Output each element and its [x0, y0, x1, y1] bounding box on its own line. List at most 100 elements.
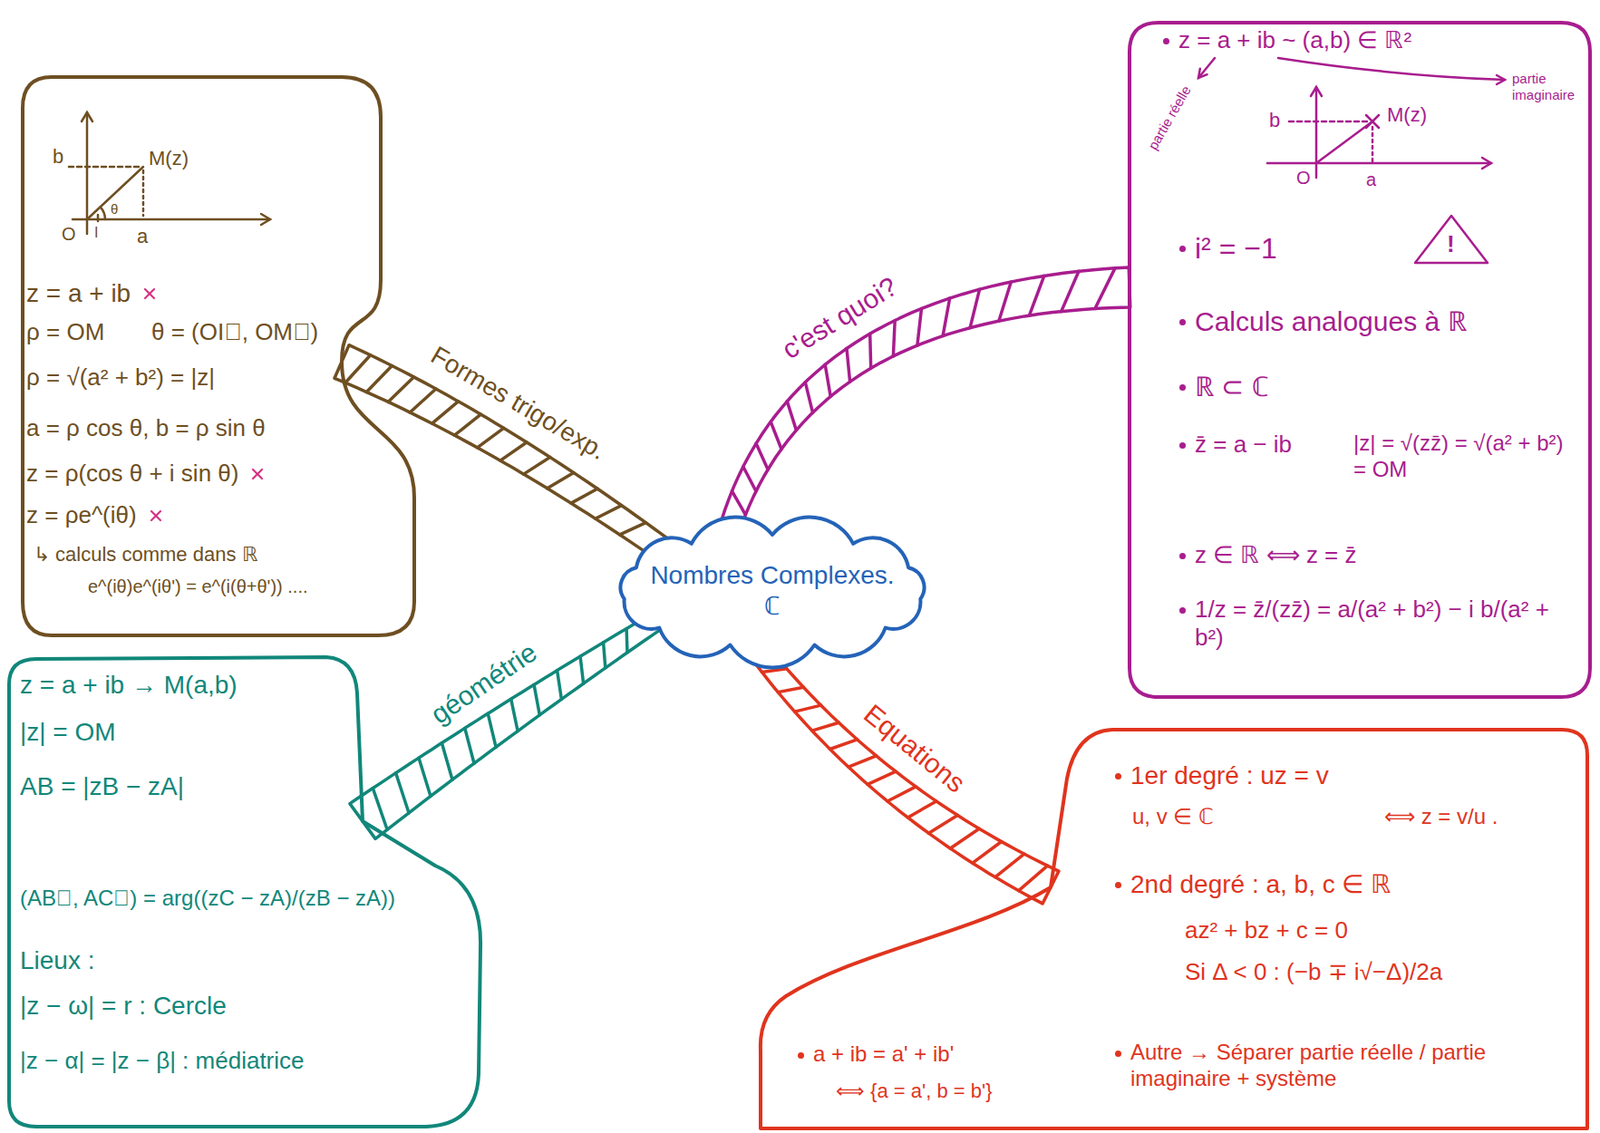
cross-mark	[251, 467, 264, 481]
branch-label: c'est quoi?	[775, 271, 903, 368]
formula-text: ⟺ z = v/u .	[1384, 804, 1498, 831]
axis-arrowhead	[1482, 157, 1492, 169]
cross-stroke	[151, 511, 161, 521]
trig-forms-blob: z = a + ib ρ = OM θ = (OI⃗, OM⃗) ρ = √(a² +…	[15, 71, 429, 643]
band-hatch	[1061, 271, 1079, 311]
formula-text: AB = |zB − zA|	[19, 771, 185, 803]
formula-text: a + ib = a' + ib'	[813, 1041, 954, 1068]
vector-om	[1316, 121, 1373, 164]
band-hatch	[887, 786, 916, 802]
axis-label: I	[94, 223, 98, 242]
band-hatch	[454, 414, 481, 436]
branch-connector	[746, 639, 1059, 904]
band-hatch	[487, 713, 496, 747]
band-hatch	[409, 388, 437, 413]
formula-text: i² = −1	[1194, 231, 1278, 266]
dotted-projection	[142, 170, 146, 216]
y-axis	[1315, 87, 1319, 178]
formula-text: (AB⃗, AC⃗) = arg((zC − zA)/(zB − zA))	[19, 885, 396, 912]
band-hatch	[1028, 275, 1044, 316]
x-axis	[72, 218, 271, 222]
leader-arrowhead	[1198, 68, 1208, 78]
formula-text: |z| = √(zz̄) = √(a² + b²) = OM	[1353, 430, 1581, 484]
formula-text: Lieux :	[19, 945, 96, 977]
cross-mark	[143, 287, 156, 301]
x-axis	[1267, 162, 1492, 165]
formula-text: e^(iθ)e^(iθ') = e^(i(θ+θ')) ....	[87, 575, 309, 598]
band-hatch	[523, 456, 551, 475]
band-hatch	[777, 687, 804, 692]
formula-text: 2nd degré : a, b, c ∈ ℝ	[1130, 869, 1391, 901]
axis-arrowhead	[261, 213, 271, 225]
formula-text: z = ρe^(iθ)	[26, 501, 137, 530]
axis-arrowhead	[81, 112, 93, 122]
formula-text: Calculs analogues à ℝ	[1194, 305, 1467, 339]
formula-text: |z| = OM	[19, 717, 117, 748]
branch-label: Equations	[856, 697, 971, 799]
axis-label: b	[1269, 108, 1280, 133]
band-hatch	[603, 642, 606, 669]
band-hatch	[557, 670, 563, 700]
axis-label: θ	[110, 201, 118, 218]
band-hatch	[511, 698, 518, 731]
cross-stroke	[151, 511, 161, 521]
y-axis	[86, 112, 89, 234]
formula-text: |z − α| = |z − β| : médiatrice	[19, 1047, 305, 1076]
band-hatch	[366, 366, 392, 393]
formula-text: θ = (OI⃗, OM⃗)	[151, 318, 319, 347]
formula-text: ρ = OM	[26, 318, 105, 347]
band-hatch	[950, 828, 980, 849]
band-hatch	[732, 491, 747, 515]
point-cross	[1366, 115, 1379, 128]
band-hatch	[624, 629, 629, 653]
branch-connector	[349, 615, 660, 840]
band-hatch	[870, 333, 872, 369]
band-hatch	[1018, 865, 1048, 892]
dashed-projection	[68, 165, 142, 169]
formula-text: az² + bz + c = 0	[1184, 916, 1348, 945]
leader-arrowhead	[1496, 75, 1505, 85]
axis-label: a	[136, 224, 148, 249]
band-hatch	[907, 801, 937, 818]
band-hatch	[500, 442, 527, 461]
band-hatch	[418, 757, 431, 796]
band-hatch	[917, 309, 922, 347]
band-hatch	[846, 348, 851, 382]
cross-mark	[149, 509, 163, 523]
axis-arrowhead	[1310, 87, 1322, 97]
band-hatch	[770, 421, 782, 449]
axis-label: M(z)	[1386, 103, 1427, 127]
axis-label: M(z)	[148, 146, 189, 171]
geometry-blob: z = a + ib → M(a,b) |z| = OM AB = |zB − zA…	[0, 648, 490, 1133]
band-hatch	[580, 656, 584, 684]
band-hatch	[432, 401, 459, 424]
branch-band	[717, 267, 1131, 540]
band-hatch	[848, 756, 877, 767]
blob-border	[1129, 22, 1591, 698]
band-hatch	[441, 743, 453, 781]
band-hatch	[824, 364, 831, 397]
band-hatch	[892, 320, 895, 357]
band-hatch	[571, 488, 598, 504]
formula-text: z = a + ib	[26, 278, 131, 310]
angle-arc	[100, 206, 106, 220]
band-hatch	[345, 355, 371, 384]
dotted-projection	[1371, 126, 1375, 162]
band-hatch	[786, 401, 796, 431]
formula-text: ⟺ {a = a', b = b'}	[835, 1079, 993, 1104]
axis-label: partie réelle	[1144, 83, 1195, 154]
axis-label: O	[61, 223, 77, 245]
cross-stroke	[252, 469, 262, 479]
formula-text: 1/z = z̄/(zz̄) = a/(a² + b²) − i b/(a² +…	[1194, 595, 1576, 652]
formula-text: z = a + ib ~ (a,b) ∈ ℝ²	[1178, 26, 1412, 55]
formula-text: z = a + ib → M(a,b)	[19, 669, 238, 701]
band-hatch	[756, 443, 768, 470]
formula-text: ρ = √(a² + b²) = |z|	[26, 363, 215, 392]
band-hatch	[743, 466, 757, 492]
band-hatch	[547, 473, 574, 489]
formula-text: a = ρ cos θ, b = ρ sin θ	[26, 414, 266, 443]
band-hatch	[830, 739, 858, 750]
band-hatch	[477, 427, 505, 448]
formula-text: z̄ = a − ib	[1194, 430, 1292, 459]
